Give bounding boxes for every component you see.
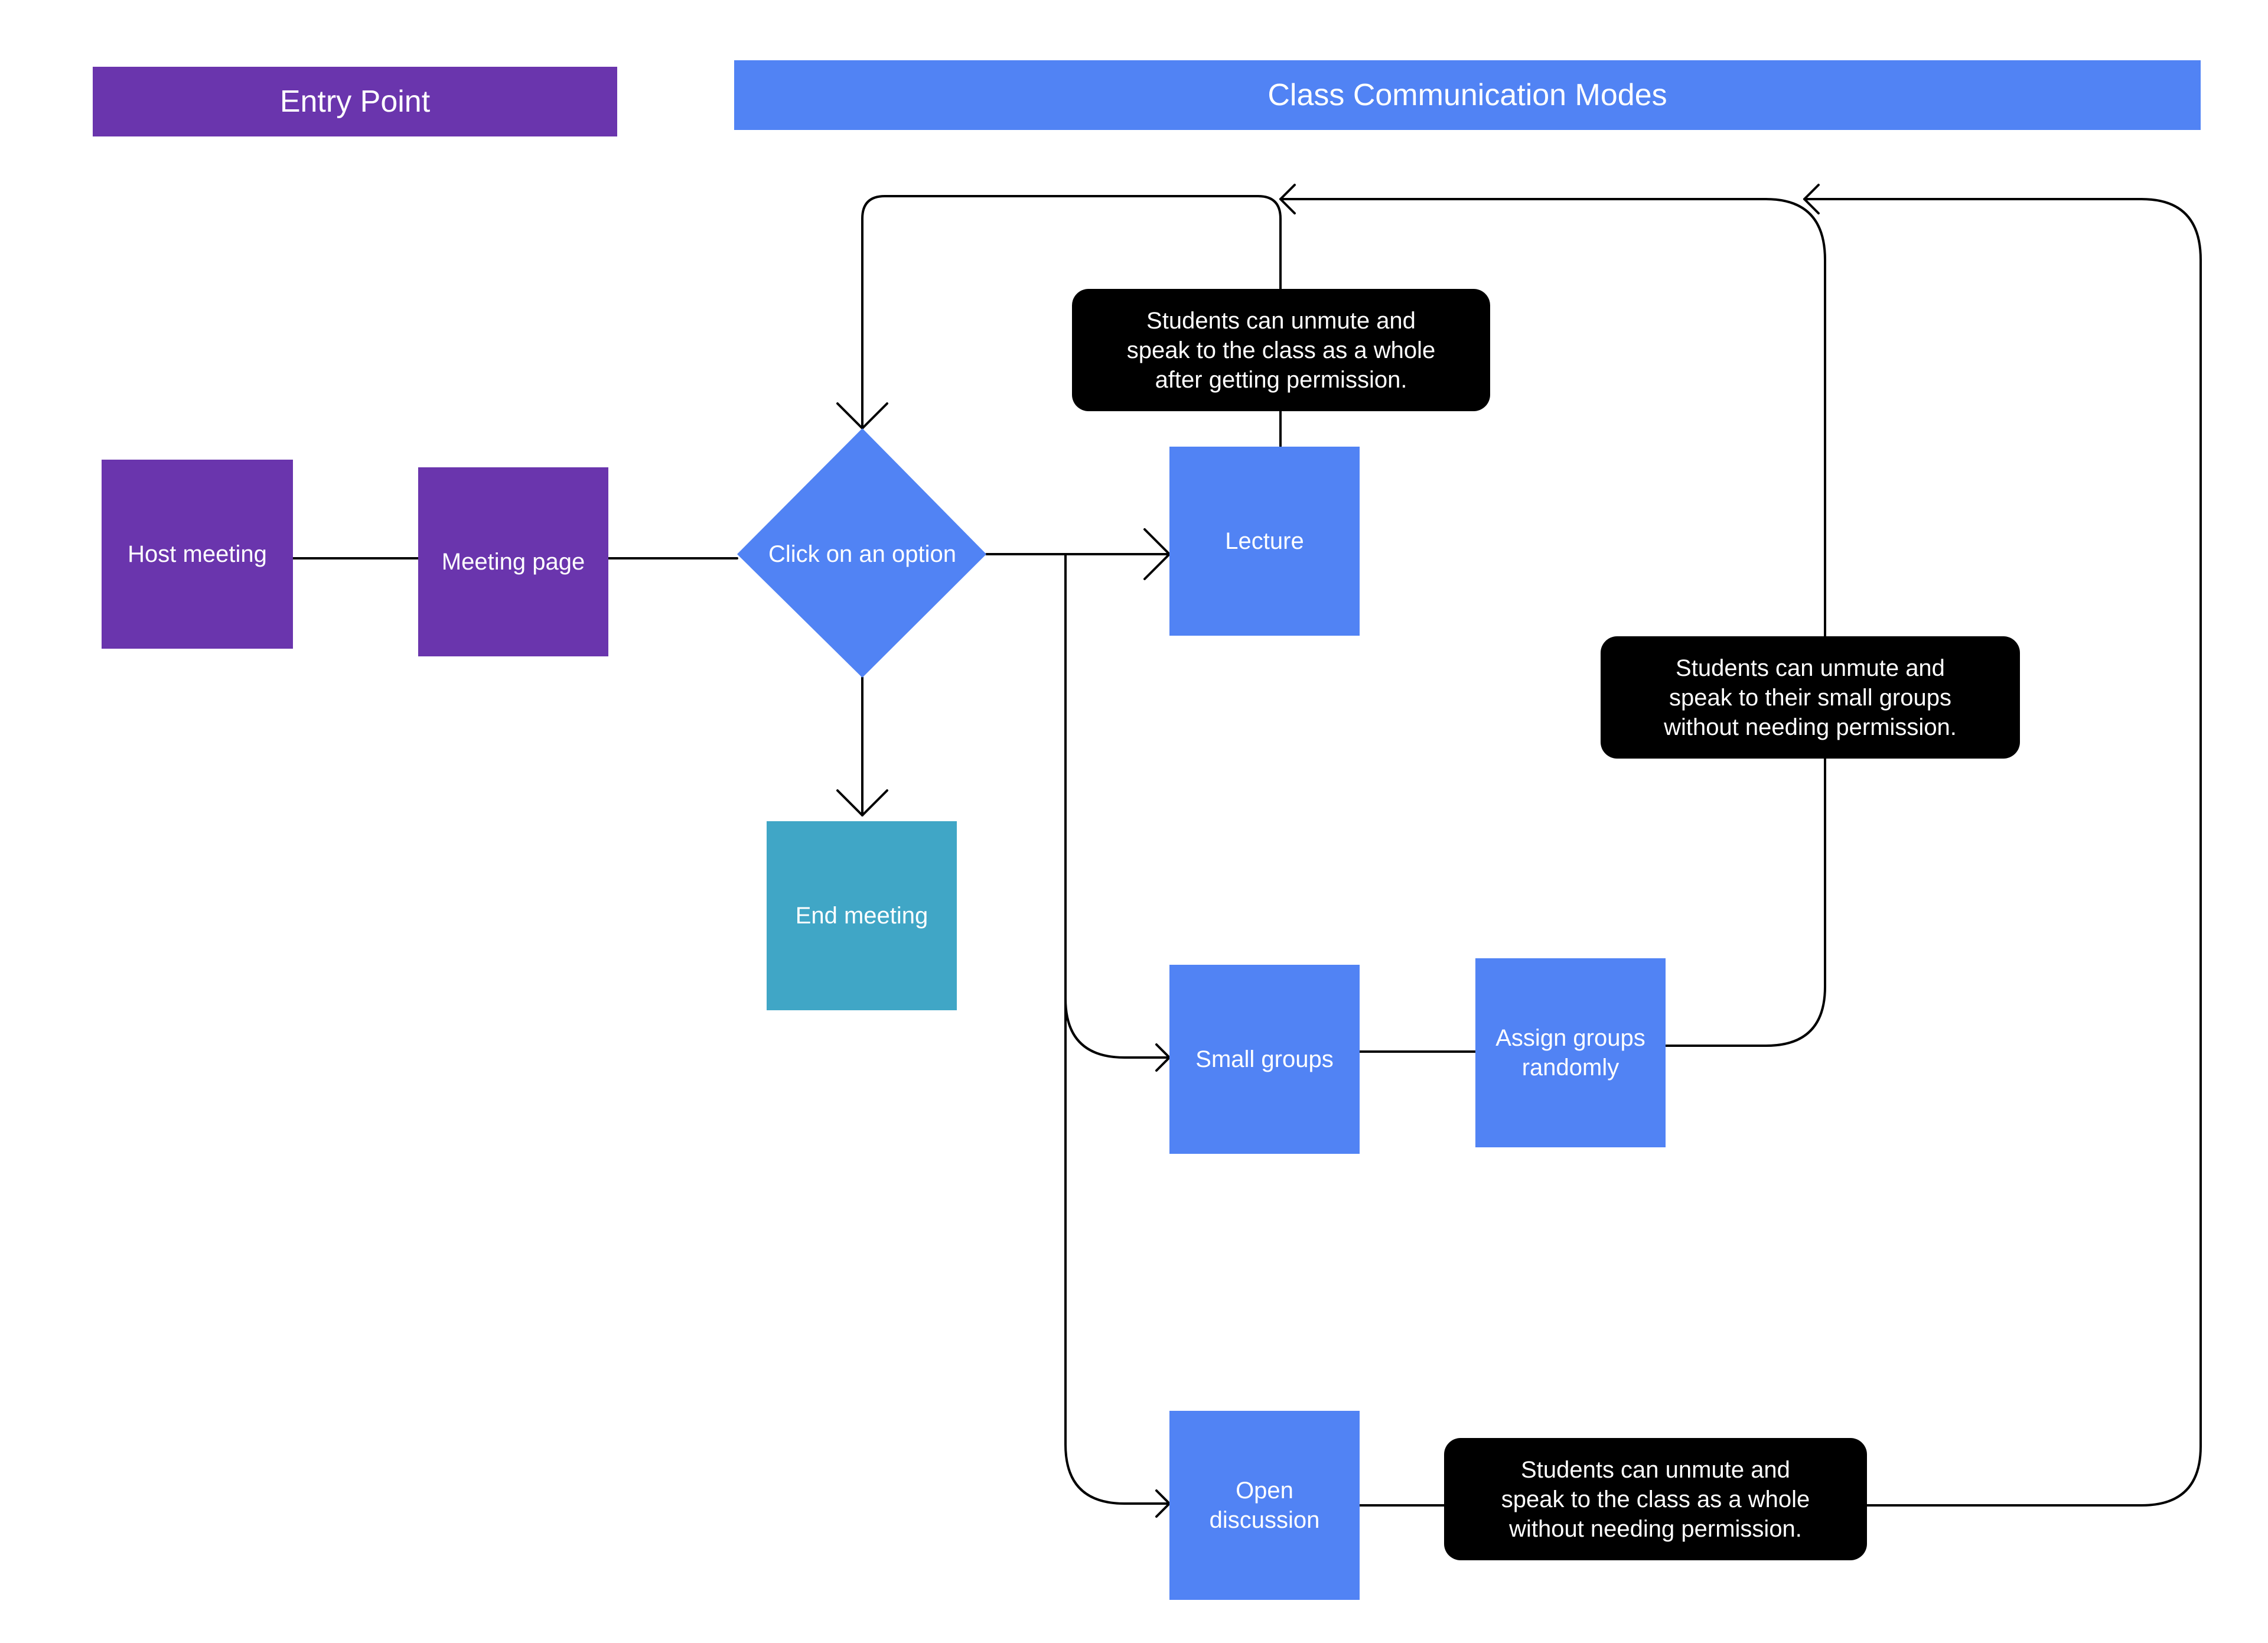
arrowhead-loop-lecture [1279,184,1296,214]
arrowhead-end-meeting [836,789,888,816]
note-open-discussion: Students can unmute and speak to the cla… [1444,1438,1867,1560]
header-class-communication-modes: Class Communication Modes [734,60,2201,130]
node-small-groups: Small groups [1169,965,1360,1154]
decision-diamond [737,428,986,678]
node-meeting-page: Meeting page [418,467,608,656]
node-open-discussion: Open discussion [1169,1411,1360,1600]
node-lecture: Lecture [1169,447,1360,636]
node-host-meeting: Host meeting [102,460,293,649]
note-lecture: Students can unmute and speak to the cla… [1072,289,1490,411]
connector-lecture-loop [861,195,1282,448]
decision-label: Click on an option [768,541,956,567]
connector-to-open-discussion [1064,997,1171,1505]
header-entry-point: Entry Point [93,67,617,136]
node-end-meeting: End meeting [767,821,957,1010]
node-assign-groups-randomly: Assign groups randomly [1475,958,1666,1147]
note-small-groups: Students can unmute and speak to their s… [1601,636,2020,759]
connector-to-small-groups [1064,553,1171,1059]
connector-assign-loop [1279,198,1826,1047]
arrowhead-loop-assign [1803,184,1820,214]
connector-open-loop [1358,198,2202,1507]
